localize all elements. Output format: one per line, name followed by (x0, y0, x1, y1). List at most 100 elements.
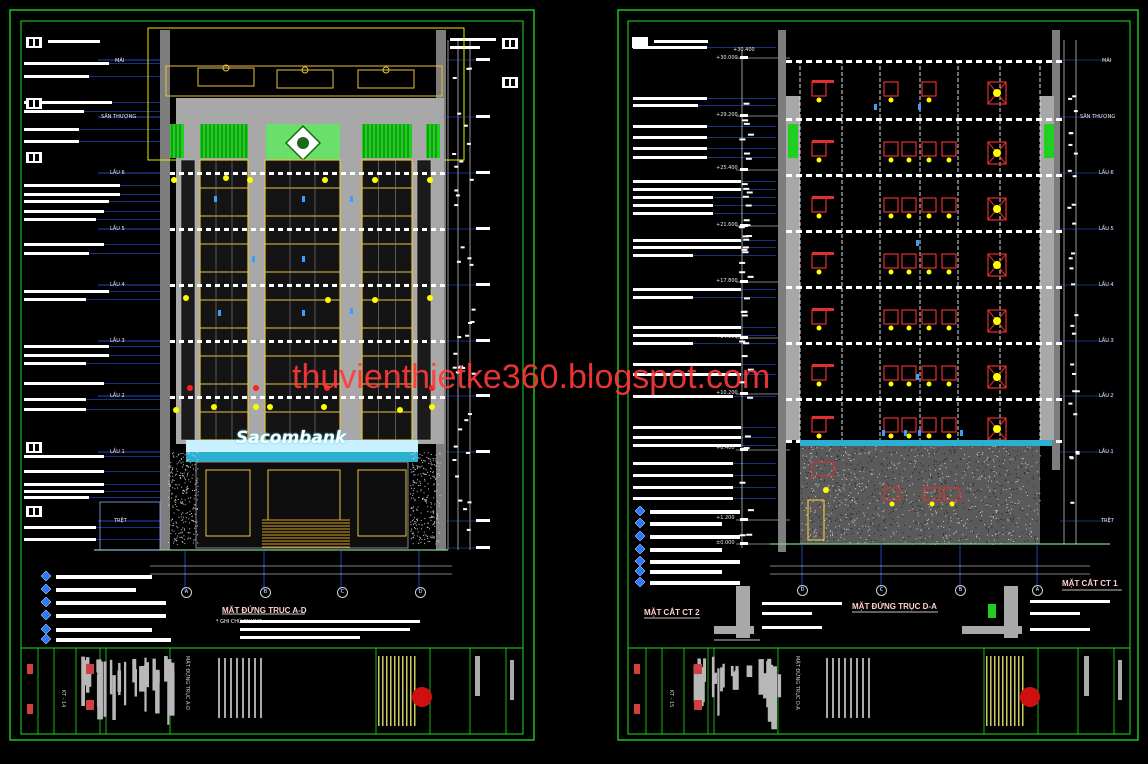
dim-tick (466, 528, 471, 531)
hatch-dot (173, 512, 175, 514)
hatch-dot (1006, 503, 1008, 505)
hatch-dot (915, 468, 917, 470)
hatch-dot (180, 462, 182, 464)
hatch-dot (897, 463, 899, 465)
hatch-dot (1002, 446, 1004, 448)
floor-slab (866, 398, 872, 401)
hatch-dot (429, 528, 431, 530)
hatch-dot (812, 477, 814, 479)
hatch-dot (427, 511, 429, 513)
legend-diamond-icon (40, 623, 52, 635)
title-block-text (155, 669, 160, 714)
room-light (906, 325, 912, 331)
floor-slab (906, 398, 912, 401)
floor-slab (1036, 230, 1042, 233)
floor-slab-band (395, 172, 400, 175)
hatch-dot (951, 473, 953, 475)
hatch-dot (191, 454, 193, 456)
floor-slab (976, 342, 982, 345)
note-text-bar (1030, 628, 1090, 631)
hatch-dot (829, 448, 831, 450)
hatch-dot (858, 527, 860, 529)
hatch-dot (889, 523, 891, 525)
hatch-dot (830, 530, 832, 532)
hatch-dot (938, 473, 940, 475)
room-box-header (812, 140, 834, 143)
hatch-dot (985, 460, 987, 462)
hatch-dot (998, 532, 1000, 534)
hatch-dot (857, 532, 859, 534)
floor-slab (796, 174, 802, 177)
floor-slab (896, 118, 902, 121)
hatch-dot (836, 483, 838, 485)
room-box (883, 141, 899, 157)
floor-slab-band (224, 228, 229, 231)
hatch-dot (188, 518, 190, 520)
hatch-dot (970, 489, 972, 491)
hatch-dot (967, 499, 969, 501)
hatch-dot (839, 500, 841, 502)
hatch-dot (1006, 506, 1008, 508)
hatch-dot (861, 530, 863, 532)
hatch-dot (433, 517, 435, 519)
hatch-dot (984, 477, 986, 479)
hatch-dot (809, 528, 811, 530)
floor-slab-band (287, 284, 292, 287)
roof-arch-knob (222, 64, 230, 72)
floor-slab-band (377, 228, 382, 231)
hatch-dot (987, 531, 989, 533)
hatch-dot (1011, 496, 1013, 498)
hatch-dot (417, 506, 419, 508)
room-light (926, 97, 932, 103)
title-block-text (694, 675, 698, 702)
hatch-dot (433, 497, 435, 499)
hatch-dot (1038, 496, 1040, 498)
title-block-text (832, 658, 834, 718)
hatch-dot (435, 460, 437, 462)
hatch-dot (937, 464, 939, 466)
hatch-dot (966, 518, 968, 520)
floor-slab (786, 440, 792, 443)
floor-slab-band (296, 172, 301, 175)
hatch-dot (991, 527, 993, 529)
hatch-dot (873, 519, 875, 521)
hatch-dot (920, 523, 922, 525)
hatch-dot (866, 467, 868, 469)
floor-slab (1026, 398, 1032, 401)
s1-level-label: MÁI (115, 58, 125, 64)
hatch-dot (893, 500, 895, 502)
hatch-dot (958, 522, 960, 524)
hatch-dot (838, 502, 840, 504)
hatch-dot (802, 447, 804, 449)
hatch-dot (931, 495, 933, 497)
hatch-dot (840, 445, 842, 447)
hatch-dot (863, 467, 865, 469)
hatch-dot (836, 494, 838, 496)
floor-slab (796, 60, 802, 63)
hatch-dot (976, 536, 978, 538)
dim-text-bar (476, 450, 490, 453)
room-light (906, 381, 912, 387)
hatch-dot (807, 464, 809, 466)
room-light (906, 433, 912, 439)
hatch-dot (849, 542, 851, 544)
hatch-dot (938, 448, 940, 450)
dim-tick (739, 481, 746, 484)
hatch-dot (914, 448, 916, 450)
hatch-dot (184, 477, 186, 479)
hatch-dot (839, 525, 841, 527)
floor-slab (1036, 398, 1042, 401)
hatch-dot (413, 481, 415, 483)
hatch-dot (866, 515, 868, 517)
storefront-door (357, 469, 407, 537)
floor-slab-band (368, 396, 373, 399)
hatch-dot (811, 446, 813, 448)
hatch-dot (412, 519, 414, 521)
hatch-dot (916, 528, 918, 530)
hatch-dot (917, 449, 919, 451)
hatch-dot (1033, 478, 1035, 480)
hatch-dot (412, 467, 414, 469)
hatch-dot (839, 504, 841, 506)
hatch-dot (845, 446, 847, 448)
hatch-dot (962, 482, 964, 484)
